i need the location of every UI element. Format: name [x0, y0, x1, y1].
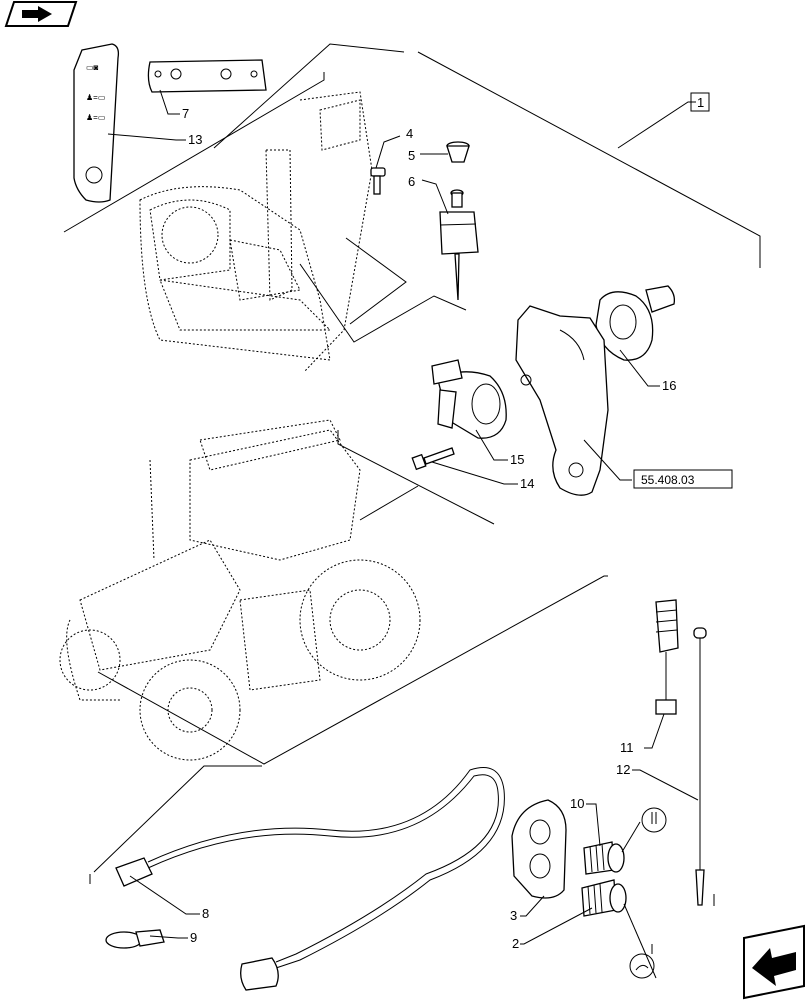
label-5: 5: [408, 148, 415, 163]
book-arrow-icon[interactable]: [4, 0, 78, 27]
switch-6: [439, 189, 479, 301]
label-6: 6: [408, 174, 415, 189]
knob-5: [446, 141, 470, 163]
bracket-55-408-03: [515, 305, 609, 496]
decal-13: ▭◙ ♟=▭ ♟=▭: [73, 43, 120, 203]
svg-text:▭◙: ▭◙: [86, 63, 99, 72]
plate-3: [511, 799, 567, 899]
screw-14: [411, 447, 455, 471]
leader-lines: [63, 43, 761, 979]
oil-symbol-icon: [629, 953, 655, 979]
label-12: 12: [616, 762, 630, 777]
label-4: 4: [406, 126, 413, 141]
label-3: 3: [510, 908, 517, 923]
clamp-9: [105, 929, 165, 949]
label-9: 9: [190, 930, 197, 945]
label-ref-55-408-03[interactable]: 55.408.03: [641, 473, 695, 487]
cab-interior-view: [139, 91, 373, 373]
label-8: 8: [202, 906, 209, 921]
sensor-2: [581, 879, 627, 917]
label-16: 16: [662, 378, 676, 393]
switch-housing-15: [431, 359, 507, 439]
label-1: 1: [697, 95, 704, 110]
label-14: 14: [520, 476, 534, 491]
label-1-box: [690, 92, 710, 112]
label-13: 13: [188, 132, 202, 147]
label-7: 7: [182, 106, 189, 121]
flange-16: [595, 285, 676, 361]
label-10: 10: [570, 796, 584, 811]
label-2: 2: [512, 936, 519, 951]
harness-8: [115, 767, 505, 991]
sensor-10: [583, 841, 625, 875]
ref-box: [633, 469, 733, 489]
connector-11: [655, 599, 679, 715]
svg-text:♟=▭: ♟=▭: [86, 113, 105, 122]
label-15: 15: [510, 452, 524, 467]
plate-7: [147, 59, 267, 93]
tractor-view: [59, 419, 421, 761]
pin-4: [370, 167, 386, 195]
svg-text:♟=▭: ♟=▭: [86, 93, 105, 102]
next-page-arrow-icon[interactable]: [743, 924, 805, 1000]
probe-12: [693, 627, 707, 906]
thermometer-symbol-icon: [641, 807, 667, 833]
label-11: 11: [620, 740, 634, 755]
